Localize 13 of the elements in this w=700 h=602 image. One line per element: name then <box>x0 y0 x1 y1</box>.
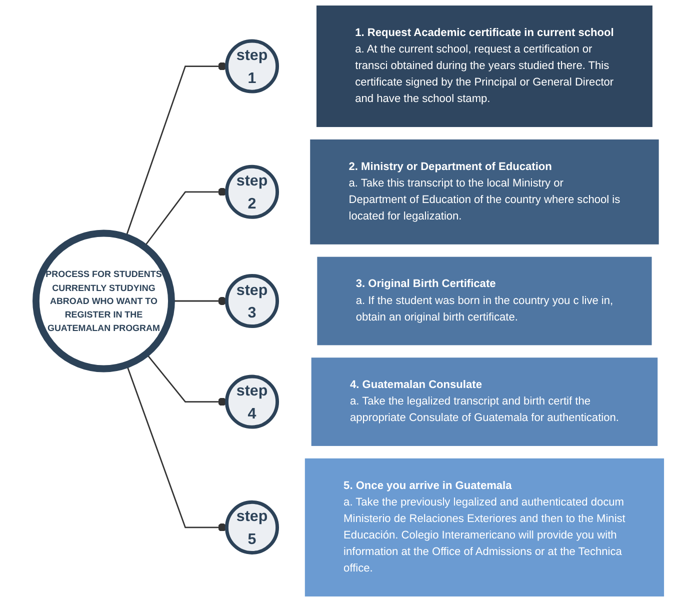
connector <box>146 353 227 406</box>
node-circle: step 2 <box>225 164 280 219</box>
node-box: 2. Ministry or Department of Education a. Take this transcript to the local Ministry or Department of Education of the country where school is located for legalization. <box>310 139 659 244</box>
node-circle: PROCESS FOR STUDENTS CURRENTLY STUDYING ABROAD WHO WANT TO REGISTER IN THE GUATEMALAN PROGRAM <box>32 230 175 372</box>
connector <box>144 188 227 248</box>
node-box: 1. Request Academic certificate in current school a. At the current school, request a certification or transci obtained during the years studied there. This certificate signed by the Principal or General Director and have the school stamp. <box>316 6 652 128</box>
node-box: 4. Guatemalan Consulate a. Take the legalized transcript and birth certif the appropriate Consulate of Guatemala for authentication. <box>311 358 658 446</box>
node-circle: step 5 <box>225 500 280 554</box>
node-box: 5. Once you arrive in Guatemala a. Take the previously legalized and authenticated docum Ministerio de Relaciones Exteriores and then to the Minist Educación. Colegio Interamericano will provide you with information at the Office of Admissions or at the Technica office. <box>304 458 664 596</box>
node-circle: step 4 <box>225 374 280 429</box>
node-circle: step 3 <box>225 274 280 328</box>
node-box: 3. Original Birth Certificate a. If the student was born in the country you c live in, obtain an original birth certificate. <box>317 256 652 346</box>
node-circle: step 1 <box>225 39 280 94</box>
